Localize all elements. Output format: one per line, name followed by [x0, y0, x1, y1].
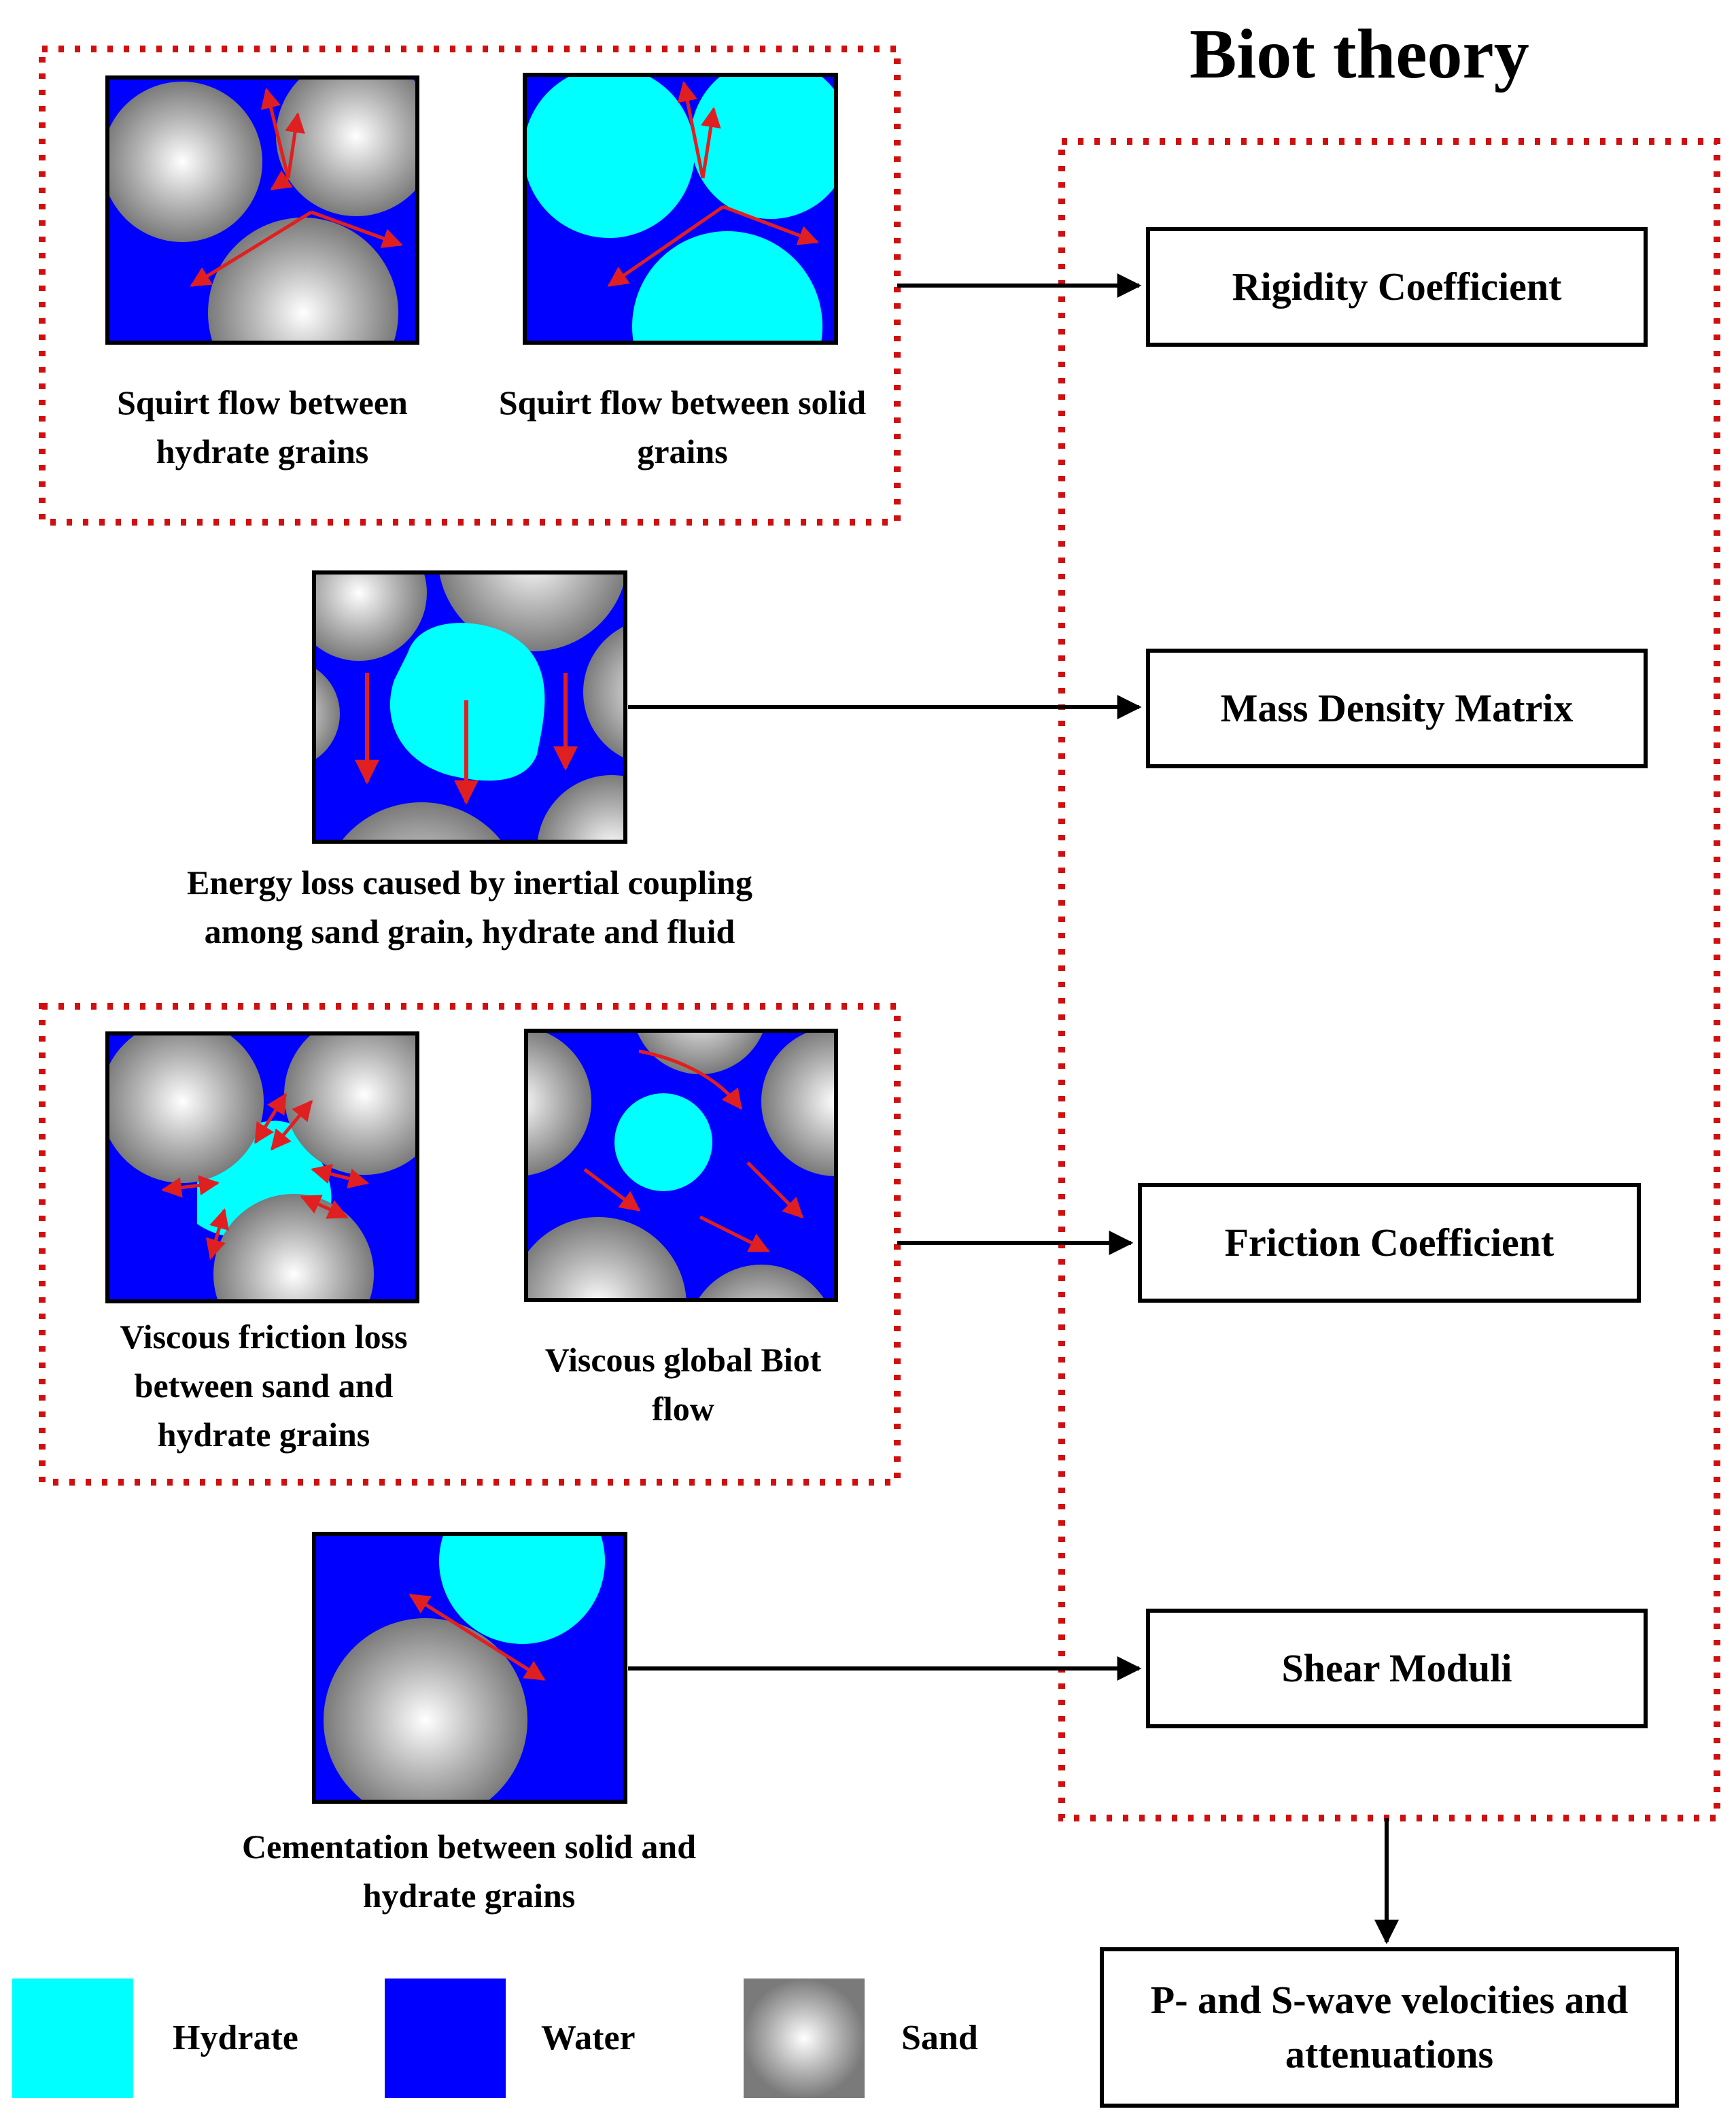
label-cementation: Cementation between solid and hydrate gr… [241, 1828, 697, 1915]
diagram-title: Biot theory [1190, 15, 1529, 93]
label-squirt-hydrate: Squirt flow between hydrate grains [117, 383, 408, 470]
legend-hydrate-swatch [12, 1979, 133, 2098]
rigidity-coefficient-box: Rigidity Coefficient [1146, 227, 1648, 347]
legend-sand-swatch [744, 1979, 865, 2098]
squirt-hydrate-panel [105, 75, 419, 345]
label-inertial-coupling: Energy loss caused by inertial coupling … [186, 863, 753, 950]
legend-sand-label: Sand [901, 2019, 978, 2057]
legend-water-swatch [385, 1979, 506, 2098]
viscous-friction-panel [105, 1031, 419, 1303]
label-viscous-biot: Viscous global Biot flow [544, 1341, 822, 1428]
output-velocities-box: P- and S-wave velocities and attenuation… [1100, 1947, 1679, 2108]
connector-arrows [628, 273, 1399, 1945]
mass-density-matrix-box: Mass Density Matrix [1146, 649, 1648, 768]
inertial-coupling-panel [312, 570, 627, 844]
cementation-panel [312, 1532, 627, 1804]
friction-coefficient-box: Friction Coefficient [1138, 1183, 1641, 1303]
shear-moduli-box: Shear Moduli [1146, 1609, 1648, 1728]
squirt-flow-group-frame [39, 46, 901, 526]
legend-water-label: Water [541, 2019, 636, 2057]
label-squirt-solid: Squirt flow between solid grains [498, 383, 867, 470]
viscous-biot-panel [524, 1029, 838, 1302]
label-viscous-friction: Viscous friction loss between sand and h… [120, 1318, 408, 1454]
squirt-solid-panel [523, 73, 838, 345]
legend-hydrate-label: Hydrate [173, 2019, 298, 2057]
biot-theory-frame [1058, 138, 1720, 1821]
